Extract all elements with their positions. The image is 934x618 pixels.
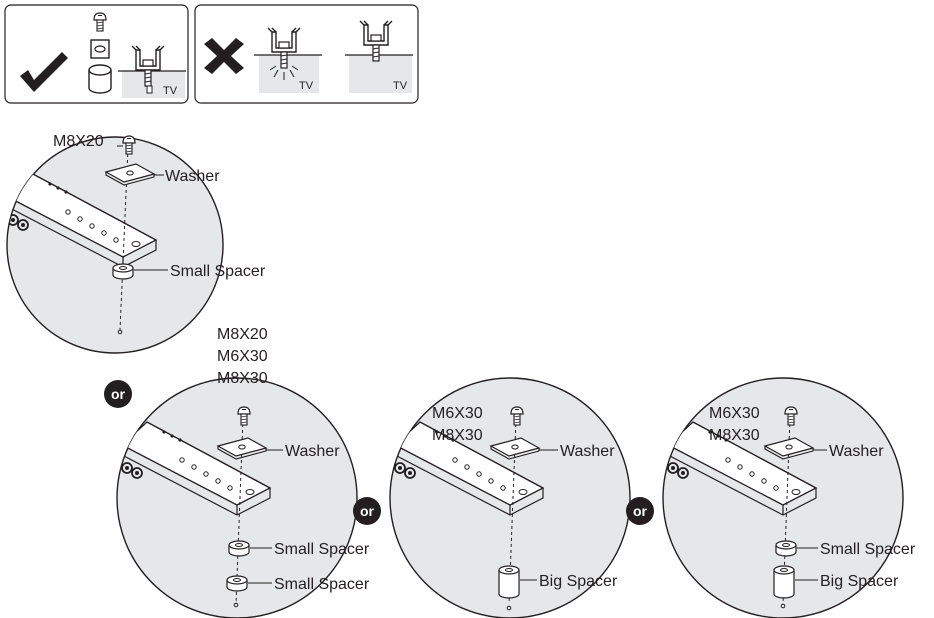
spacer-label: Small Spacer <box>274 541 370 558</box>
spacer-label: Big Spacer <box>820 573 899 590</box>
correct-install-panel: TV <box>4 4 189 104</box>
incorrect-install-panel: TV TV <box>194 4 419 104</box>
spacer-label: Big Spacer <box>539 573 618 590</box>
option-3-circle: M6X30 M8X30 Washer Big Spacer <box>389 377 631 618</box>
or-badge: or <box>104 380 132 408</box>
screw-label: M8X30 <box>217 370 268 387</box>
tv-label: TV <box>393 80 408 92</box>
tv-label: TV <box>299 80 314 92</box>
screw-label: M6X30 <box>217 348 268 365</box>
big-spacer-icon <box>773 565 795 599</box>
svg-text:or: or <box>633 503 648 519</box>
svg-text:or: or <box>360 503 375 519</box>
screw-label: M8X20 <box>217 326 268 343</box>
spacer-label: Small Spacer <box>170 263 266 280</box>
checkmark-icon <box>20 52 68 92</box>
small-spacer-icon <box>228 540 250 557</box>
tv-label: TV <box>163 85 178 97</box>
washer-label: Washer <box>165 168 220 185</box>
washer-label: Washer <box>560 443 615 460</box>
cross-icon <box>204 38 244 74</box>
screw-label: M8X20 <box>53 133 104 150</box>
spacer-label: Small Spacer <box>820 541 916 558</box>
or-badge: or <box>353 497 381 525</box>
option-1-circle: M8X20 Washer Small Spacer <box>6 133 266 354</box>
or-badge: or <box>626 497 654 525</box>
small-spacer-icon <box>775 540 797 557</box>
impact-lines-icon <box>269 65 299 80</box>
option-2-circle: M8X20 M6X30 M8X30 Washer Small Spacer Sm… <box>116 326 370 618</box>
spacer-label: Small Spacer <box>274 576 370 593</box>
screw-label: M8X30 <box>709 427 760 444</box>
screw-label: M6X30 <box>709 405 760 422</box>
small-spacer-icon <box>226 575 248 592</box>
svg-text:or: or <box>111 386 126 402</box>
option-4-circle: M6X30 M8X30 Washer Small Spacer Big Spac… <box>662 377 916 618</box>
screw-label: M8X30 <box>432 427 483 444</box>
big-spacer-icon <box>498 565 520 599</box>
washer-label: Washer <box>285 443 340 460</box>
screw-label: M6X30 <box>432 405 483 422</box>
small-spacer-icon <box>112 263 134 280</box>
washer-label: Washer <box>829 443 884 460</box>
